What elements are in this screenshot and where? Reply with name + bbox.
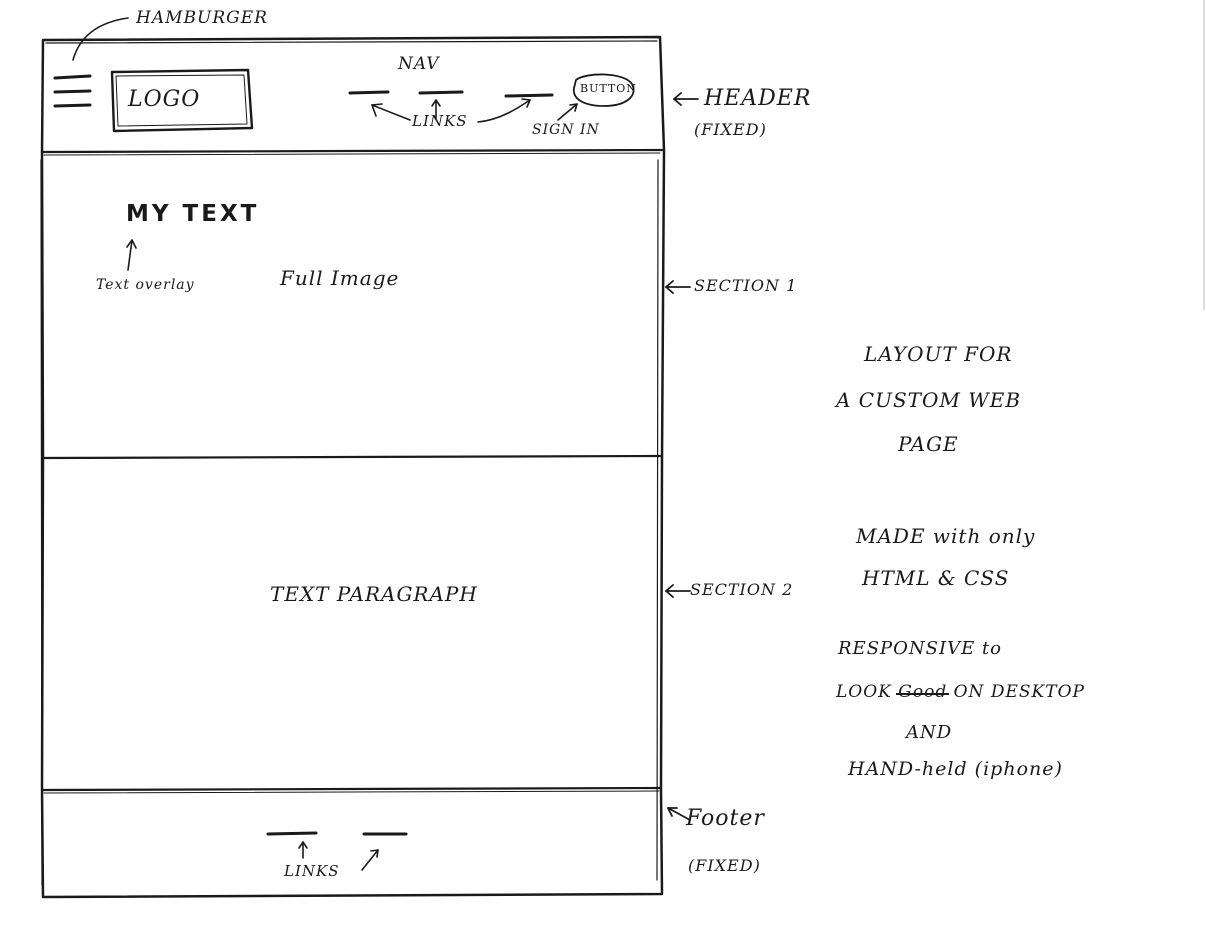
footer-label: Footer bbox=[686, 806, 765, 831]
note-on-desktop: ON DESKTOP bbox=[953, 682, 1085, 702]
overlay-arrow bbox=[127, 239, 133, 271]
section2-label: SECTION 2 bbox=[690, 580, 794, 599]
note-responsive-line4: HAND-held (iphone) bbox=[848, 758, 1063, 780]
footer-links-arrow-right bbox=[361, 849, 379, 871]
header-divider bbox=[40, 148, 664, 154]
nav-links-label: LINKS bbox=[412, 112, 468, 130]
note-responsive-line1: RESPONSIVE to bbox=[838, 638, 1003, 659]
footer-links-label: LINKS bbox=[284, 862, 340, 880]
note-made-line2: HTML & CSS bbox=[862, 566, 1010, 590]
note-layout-line2: A CUSTOM WEB bbox=[836, 388, 1022, 412]
button-label: BUTTON bbox=[580, 82, 637, 95]
page-frame bbox=[40, 35, 666, 899]
nav-link-2 bbox=[418, 90, 464, 95]
note-look: LOOK bbox=[836, 682, 892, 702]
footer-arrow bbox=[667, 807, 691, 821]
footer-divider bbox=[40, 786, 663, 792]
header-label: HEADER bbox=[704, 86, 812, 111]
logo-box bbox=[110, 68, 254, 133]
button-bubble bbox=[573, 73, 635, 107]
note-responsive-line2: LOOK Good ON DESKTOP bbox=[836, 682, 1085, 702]
hamburger-pointer bbox=[72, 17, 129, 61]
section1-label: SECTION 1 bbox=[694, 276, 798, 295]
footer-link-1 bbox=[266, 831, 318, 836]
nav-link-1 bbox=[348, 90, 390, 95]
note-made-line1: MADE with only bbox=[856, 524, 1036, 548]
hamburger-label: HAMBURGER bbox=[136, 8, 268, 28]
note-responsive-line3: AND bbox=[906, 722, 953, 743]
full-image-label: Full Image bbox=[280, 266, 400, 290]
signin-arrow bbox=[557, 103, 578, 121]
links-arrow-left bbox=[371, 104, 411, 121]
text-overlay-label: Text overlay bbox=[96, 277, 195, 293]
hamburger-icon bbox=[53, 74, 92, 108]
note-layout-line3: PAGE bbox=[898, 432, 959, 456]
nav-link-3 bbox=[504, 93, 554, 98]
my-text-overlay-sample: MY TEXT bbox=[126, 201, 260, 227]
footer-fixed-label: (FIXED) bbox=[688, 856, 761, 875]
note-layout-line1: LAYOUT FOR bbox=[864, 342, 1013, 366]
nav-label: NAV bbox=[398, 54, 440, 74]
section-divider bbox=[40, 454, 664, 460]
note-struck-word: Good bbox=[896, 682, 950, 702]
text-paragraph-label: TEXT PARAGRAPH bbox=[270, 582, 478, 606]
links-arrow-right bbox=[477, 99, 531, 123]
logo-label: LOGO bbox=[128, 87, 201, 112]
sign-in-label: SIGN IN bbox=[532, 122, 600, 138]
header-fixed-label: (FIXED) bbox=[694, 120, 767, 139]
